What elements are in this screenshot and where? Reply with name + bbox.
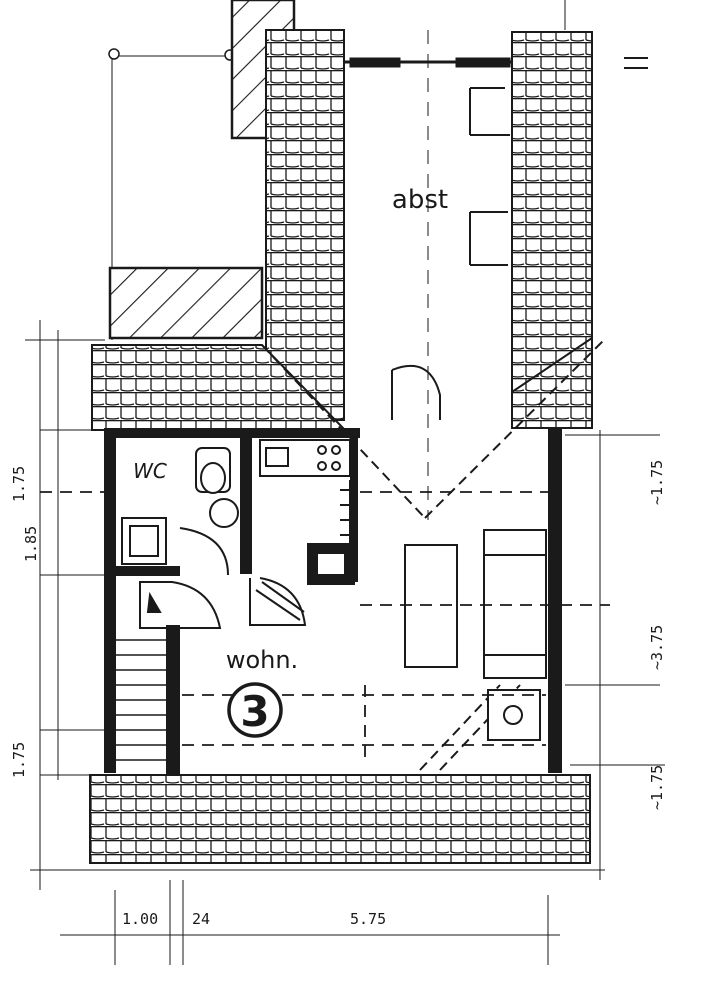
room-label-wohn: wohn. xyxy=(226,646,298,674)
reference-lines xyxy=(25,0,665,965)
bathroom-fixtures xyxy=(121,447,239,576)
room-label-wc: WC xyxy=(133,459,167,483)
attic-markers xyxy=(391,87,510,420)
staircase xyxy=(116,639,166,761)
unit-marker: 3 xyxy=(227,682,283,738)
dimension-bottom-left: 1.00 xyxy=(122,910,158,928)
unit-number: 3 xyxy=(240,687,269,736)
dimension-bottom-right: 5.75 xyxy=(350,910,386,928)
room-label-abst: abst xyxy=(392,185,448,215)
dimension-right-bottom: ~1.75 xyxy=(648,765,666,810)
dimension-right-mid: ~3.75 xyxy=(648,625,666,670)
dimension-left-top: 1.75 xyxy=(10,466,28,502)
dimension-left-mid: 1.85 xyxy=(22,526,40,562)
walls xyxy=(104,428,562,775)
skylight-frame xyxy=(344,57,648,69)
dimension-left-bottom: 1.75 xyxy=(10,742,28,778)
living-furniture xyxy=(404,529,547,741)
dimension-right-top: ~1.75 xyxy=(648,460,666,505)
doors xyxy=(139,577,307,629)
roof-tiles xyxy=(89,29,593,864)
reference-marker xyxy=(108,48,120,60)
dimension-bottom-mid: 24 xyxy=(192,910,210,928)
kitchen xyxy=(259,439,356,585)
